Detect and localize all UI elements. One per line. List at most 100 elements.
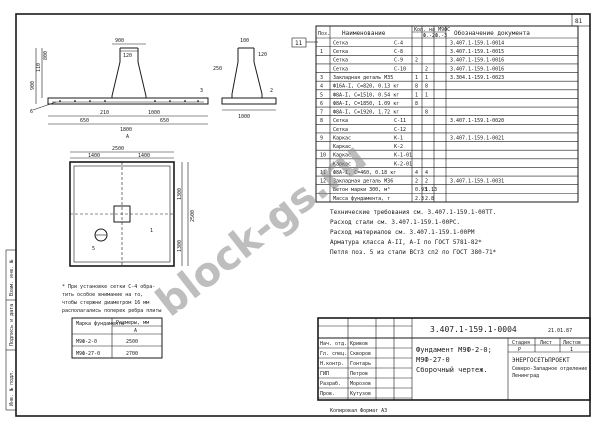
size-row-1-mark: М9Ф-2-0 bbox=[76, 339, 97, 345]
dim-1000-b: 1000 bbox=[238, 114, 250, 120]
plan-dim-2500-top: 2500 bbox=[112, 146, 124, 152]
plan-dim-1400-a: 1400 bbox=[88, 153, 100, 159]
spec-cell-q2: 4 bbox=[425, 170, 428, 176]
spec-cell-name: Сетка bbox=[333, 40, 348, 46]
spec-cell-name: Сетка bbox=[333, 58, 348, 64]
left-note-line-3: чтобы стержни диаметром 16 мм bbox=[62, 299, 149, 306]
spec-cell-name: Сетка bbox=[333, 66, 348, 72]
tb-role: ГИП bbox=[320, 371, 329, 377]
spec-cell-q2: 2 bbox=[425, 179, 428, 185]
spec-cell-q1: 2 bbox=[415, 58, 418, 64]
spec-head-qty-1: Ф.-2 bbox=[423, 33, 435, 39]
spec-cell-mark: К-1-01 bbox=[394, 153, 412, 159]
spec-cell-q1: 4 bbox=[415, 170, 418, 176]
dim-650-b: 650 bbox=[160, 118, 169, 124]
spec-cell-name: Сетка bbox=[333, 118, 348, 124]
note-5: Петля поз. 5 из стали ВСт3 сп2 по ГОСТ 3… bbox=[330, 249, 497, 256]
tb-org-2: Северо-Западное отделение bbox=[512, 366, 587, 372]
page-number: 81 bbox=[575, 18, 583, 25]
spec-cell-name: Бетон марки 300, м³ bbox=[333, 187, 390, 193]
tb-name: Кутузов bbox=[350, 391, 371, 397]
spec-cell-doc: 3.407.1-159.1-0031 bbox=[450, 179, 504, 185]
tb-stage-h1: Стадия bbox=[512, 340, 530, 346]
spec-cell-q1: 0.93 bbox=[415, 187, 427, 193]
rebar-dots bbox=[59, 100, 199, 102]
tb-org-3: Ленинград bbox=[512, 373, 539, 379]
plan-dim-1400-b: 1400 bbox=[138, 153, 150, 159]
side-stamp-3: Взам. инв. № bbox=[9, 260, 15, 296]
spec-cell-name: Сетка bbox=[333, 127, 348, 133]
section-2: 100 250 120 1000 2 bbox=[213, 38, 277, 120]
callout-11: 11 bbox=[295, 40, 303, 47]
notes: Технические требования см. 3.407.1-159.1… bbox=[330, 209, 497, 256]
left-note: * При установке сетки С-4 обра- тить осо… bbox=[62, 283, 161, 314]
sheet-frame bbox=[15, 13, 591, 417]
section-1: 900 120 900 110 800 6 210 1000 650 650 1… bbox=[30, 38, 209, 140]
left-note-line-1: * При установке сетки С-4 обра- bbox=[62, 283, 155, 290]
tb-name: Петров bbox=[350, 371, 368, 377]
spec-cell-name: Каркас bbox=[333, 135, 351, 141]
spec-cell-mark: С-9 bbox=[394, 58, 403, 64]
dim-210: 210 bbox=[100, 110, 109, 116]
tb-stage-h2: Лист bbox=[540, 340, 552, 346]
note-2: Расход стали см. 3.407.1-159.1-00РС. bbox=[330, 219, 460, 226]
plan-label-1: 1 bbox=[150, 228, 153, 234]
spec-cell-pos: 9 bbox=[320, 135, 323, 141]
spec-cell-name: Каркас bbox=[333, 153, 351, 159]
dim-900-top: 900 bbox=[115, 38, 124, 44]
dim-650-a: 650 bbox=[80, 118, 89, 124]
label-3: 3 bbox=[200, 88, 203, 94]
tb-stage-v3: 1 bbox=[570, 347, 573, 353]
size-row-1-a: 2500 bbox=[126, 339, 138, 345]
dim-A: А bbox=[126, 134, 129, 140]
spec-cell-doc: 3.407.1-159.1-0021 bbox=[450, 135, 504, 141]
spec-cell-mark: С-4 bbox=[394, 40, 403, 46]
spec-table: Поз. Наименование Кол. на М9ФС Ф.-2 Ф.-3… bbox=[315, 25, 579, 203]
tb-name: Гонтарь bbox=[350, 361, 371, 367]
spec-cell-name: Ф8А-I, С=1510, 0.54 кг bbox=[333, 92, 399, 98]
tb-role: Разраб. bbox=[320, 380, 341, 387]
spec-cell-name: Закладная деталь М36 bbox=[333, 179, 393, 185]
spec-head-name: Наименование bbox=[342, 30, 386, 37]
spec-cell-q1: 8 bbox=[415, 101, 418, 107]
dim-1800: 1800 bbox=[120, 127, 132, 133]
bottom-strip: Копировал Формат А3 bbox=[330, 408, 387, 414]
spec-cell-q1: 2.3 bbox=[415, 196, 424, 202]
tb-title-1: Фундамент М9Ф-2-0; bbox=[416, 346, 492, 354]
spec-head-doc: Обозначение документа bbox=[454, 30, 530, 37]
tb-stage-h3: Листов bbox=[563, 340, 581, 346]
tb-role: Нач. отд. bbox=[320, 341, 347, 347]
spec-cell-doc: 3.407.1-159.1-0015 bbox=[450, 49, 504, 55]
spec-cell-mark: С-10 bbox=[394, 66, 406, 72]
spec-cell-q1: 1 bbox=[415, 75, 418, 81]
spec-cell-pos: 11 bbox=[320, 170, 326, 176]
tb-role: Пров. bbox=[320, 391, 335, 397]
spec-cell-pos: 5 bbox=[320, 92, 323, 98]
spec-cell-q2: 2 bbox=[425, 66, 428, 72]
dim-120: 120 bbox=[123, 53, 132, 59]
spec-cell-q1: 2 bbox=[415, 179, 418, 185]
spec-cell-mark: К-2 bbox=[394, 144, 403, 150]
callout-box bbox=[291, 37, 307, 48]
note-3: Расход материалов см. 3.407.1-159.1-00РМ bbox=[330, 229, 475, 236]
spec-head-qty: Кол. на М9ФС bbox=[414, 27, 450, 33]
spec-cell-mark: К-1 bbox=[394, 135, 403, 141]
spec-cell-q2: 8 bbox=[425, 110, 428, 116]
dim-800: 800 bbox=[43, 51, 49, 60]
side-stamp: Инв. № подл. Подпись и дата Взам. инв. № bbox=[5, 249, 17, 411]
spec-cell-pos: 10 bbox=[320, 153, 326, 159]
tb-doc-code: 3.407.1-159.1-0004 bbox=[430, 325, 517, 334]
spec-cell-q2: 8 bbox=[425, 84, 428, 90]
size-row-2-mark: М9Ф-27-0 bbox=[76, 351, 100, 357]
spec-cell-q1: 1 bbox=[415, 92, 418, 98]
dim-900-left: 900 bbox=[30, 81, 36, 90]
size-table-col1: Марка фундамента bbox=[76, 321, 124, 327]
side-stamp-2: Подпись и дата bbox=[9, 304, 15, 346]
dim-100: 100 bbox=[240, 38, 249, 44]
spec-cell-name: Ф16А-I, С=820, 0.13 кг bbox=[333, 84, 399, 90]
tb-name: Скворов bbox=[350, 351, 371, 357]
dim-1000: 1000 bbox=[148, 110, 160, 116]
dim-110: 110 bbox=[36, 63, 42, 72]
spec-cell-name: Сетка bbox=[333, 49, 348, 55]
size-table-col2-sub: А bbox=[134, 328, 137, 334]
